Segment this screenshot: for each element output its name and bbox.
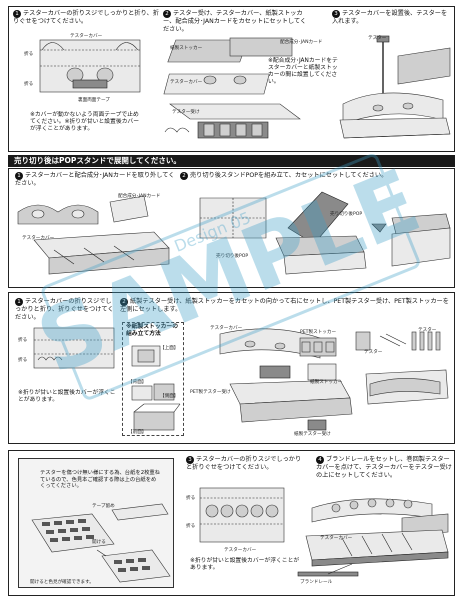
rail-label: ブランドレール [300, 580, 333, 585]
step-text: テスターカバーと配合成分･JANカードを取り外してください。 [15, 172, 175, 187]
section-3-step-1-note: ※折りが甘いと設置後カバーが浮くことがあります。 [18, 390, 116, 403]
tester-card-instructions: テスターを傷つけ無い様にする為、台紙を2枚重ねているので、色見本ご確認する際は上… [40, 470, 160, 490]
section-1-step-1-note: ※カバーが動かないよう両面テープで止めてください。※折りが甘いと設置後カバーが浮… [30, 112, 140, 132]
tester-cover-label: テスターカバー [70, 34, 103, 39]
pop-label: 売り切り後POP [330, 212, 363, 217]
step-number: 2 [180, 172, 188, 180]
step-text: テスターカバーの折りスジでしっかりと折り、折りぐせをつけてください。 [13, 10, 159, 25]
cover-label: テスターカバー [210, 326, 243, 331]
step-number: 3 [332, 10, 340, 18]
open-label: 開ける [92, 540, 106, 545]
open-note: 開けると色見が確認できます。 [30, 580, 94, 585]
tester-label: テスター [364, 350, 383, 355]
step-text: 紙製テスター受け、紙製ストッカーをカセットの向かって右にセットし、PET製テスタ… [120, 298, 449, 313]
remove-cover-diagram [17, 195, 170, 275]
stocker-back-label: 【背面】 [128, 380, 147, 385]
paper-stocker-label: 紙製ストッカー [310, 380, 343, 385]
stocker-label: 紙製ストッカー [170, 46, 203, 51]
cover-label: テスターカバー [224, 548, 257, 553]
card-label: 配合成分･JANカード [280, 40, 323, 45]
paper-holder-label: 紙製テスター受け [294, 432, 331, 437]
pet-holder-label: PET製テスター受け [190, 390, 231, 395]
cassette-assembly-diagram [163, 37, 301, 139]
step-number: 1 [15, 172, 23, 180]
cover-label: テスターカバー [22, 236, 55, 241]
tape-label: テープ留め [92, 504, 115, 509]
stocker-side-label: 【側面】 [160, 394, 179, 399]
section-4-fold-diagram [199, 487, 285, 543]
section-4-step-3-note: ※折りが甘いと設置後カバーが浮くことがあります。 [190, 558, 300, 571]
fold-label: 折る [18, 338, 28, 343]
step-text: テスターカバーの折りスジでしっかりと折りぐせをつけてください。 [186, 456, 302, 471]
fold-label: 折る [186, 496, 196, 501]
fold-label: 折る [18, 358, 28, 363]
fold-label: 折る [24, 82, 34, 87]
step-number: 1 [15, 298, 23, 306]
pop-label: 売り切り後POP [216, 254, 249, 259]
step-number: 4 [316, 456, 324, 464]
cover-label: テスターカバー [170, 80, 203, 85]
section-3-fold-diagram [33, 327, 115, 369]
holder-label: テスター受け [172, 110, 200, 115]
stocker-assembly-box [122, 322, 184, 436]
stocker-top-label: 【上面】 [160, 346, 179, 351]
step-number: 2 [120, 298, 128, 306]
card-label: 配合成分･JANカード [118, 194, 161, 199]
step-number: 3 [186, 456, 194, 464]
step-number: 1 [13, 10, 21, 18]
tester-cover-fold-diagram [39, 39, 141, 93]
tester-card-diagram [31, 503, 171, 583]
fold-label: 折る [186, 524, 196, 529]
section-1-step-2-note: ※配合成分･JANカードをテスターカバーと紙製ストッカーの間に設置してください。 [268, 58, 338, 85]
pet-stocker-label: PET製ストッカー [300, 330, 337, 335]
tape-label: 裏面両面テープ [78, 98, 110, 103]
step-text: テスター受け、テスターカバー、紙製ストッカー、配合成分･JANカードをカセットに… [163, 10, 307, 33]
fold-label: 折る [24, 52, 34, 57]
step-text: テスターカバーの折りスジでしっかりと折り、折りぐせをつけてください。 [15, 298, 114, 321]
pop-assembly-diagram [199, 191, 451, 275]
cover-label: テスターカバー [320, 536, 353, 541]
step-number: 2 [163, 10, 171, 18]
tester-label: テスター [418, 328, 437, 333]
pop-stand-banner: 売り切り後はPOPスタンドで展開してください。 [8, 155, 455, 167]
step-text: テスターカバーを設置後、テスターを入れます。 [332, 10, 448, 25]
stocker-assembly-steps [131, 345, 181, 431]
brand-rail-diagram [297, 498, 449, 577]
mixed-holder-diagram [219, 328, 449, 431]
tester-label: テスター [368, 36, 387, 41]
step-text: ブランドレールをセットし、巻回製テスターカバーを点けて、テスターカバーをテスター… [316, 456, 452, 479]
stocker-assembly-title: ※紙製ストッカーの組み立て方法 [126, 324, 179, 337]
tester-insert-diagram [339, 35, 451, 139]
stocker-front-label: 【前面】 [128, 430, 147, 435]
step-text: 売り切り後スタンドPOPを組み立て、カセットにセットしてください。 [190, 172, 388, 179]
